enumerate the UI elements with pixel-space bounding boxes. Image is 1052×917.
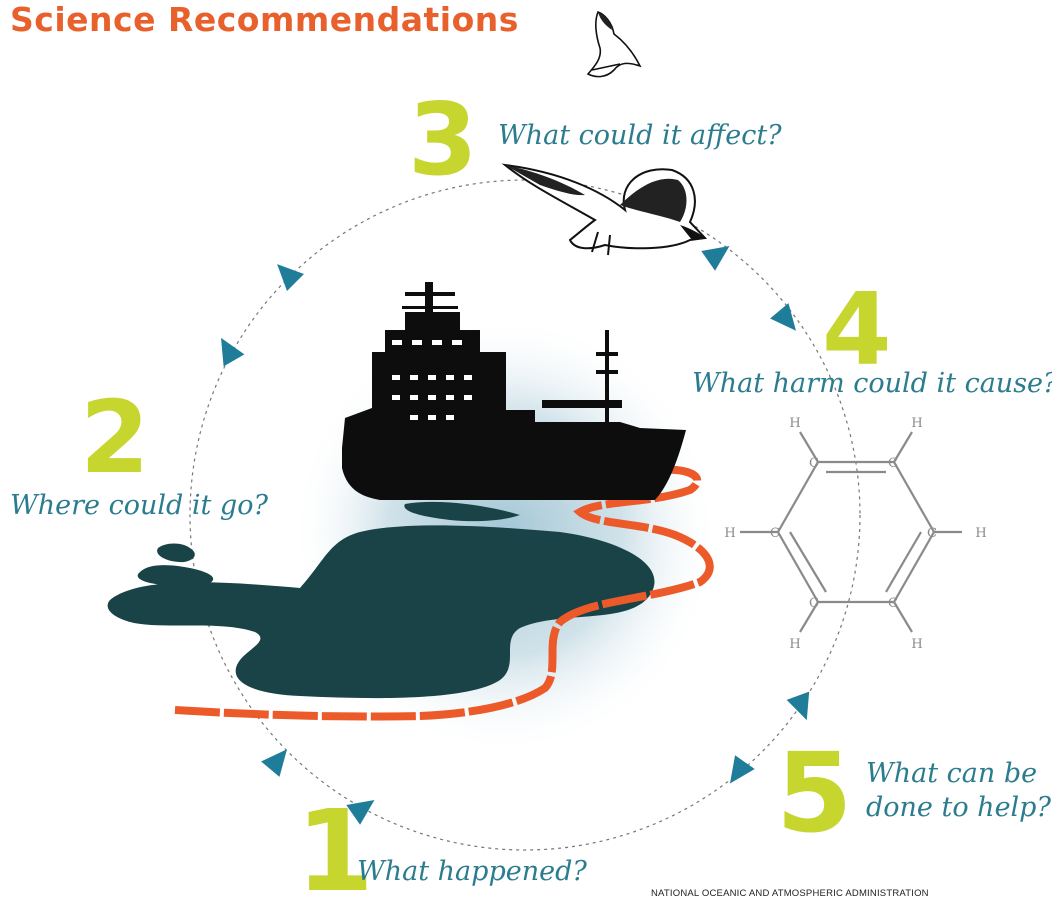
cycle-arrow-icon (221, 337, 245, 367)
cycle-arrows (221, 245, 810, 825)
atom-h: H (724, 526, 735, 541)
oil-slick-icon (107, 501, 655, 699)
step-2-number: 2 (80, 379, 150, 496)
step-2-question: Where could it go? (10, 490, 268, 521)
step-3-number: 3 (408, 81, 478, 198)
cycle-arrow-icon (729, 755, 755, 784)
cycle-arrow-icon (786, 691, 810, 721)
small-seagull-icon (586, 11, 642, 78)
step-1-number: 1 (296, 787, 374, 917)
atom-h: H (789, 637, 800, 652)
atom-h: H (975, 526, 986, 541)
atom-c: C (809, 596, 819, 611)
benzene-atoms: C C C C C C H H H H H H (724, 416, 986, 652)
atom-c: C (809, 456, 819, 471)
seagull-icon (501, 163, 708, 256)
page-title: Science Recommendations (10, 0, 519, 39)
ship-icon (342, 282, 686, 500)
cycle-arrow-icon (261, 749, 287, 777)
atom-c: C (927, 526, 937, 541)
atom-h: H (911, 416, 922, 431)
cycle-arrow-icon (701, 245, 730, 271)
step-3-question: What could it affect? (498, 120, 782, 151)
cycle-arrow-icon (770, 303, 796, 331)
benzene-ring-icon (740, 431, 962, 633)
step-1-question: What happened? (357, 856, 587, 887)
cycle-circle (189, 179, 861, 851)
step-4-number: 4 (822, 271, 892, 388)
step-5-question-line1: What can be (866, 758, 1038, 789)
credit-line: NATIONAL OCEANIC AND ATMOSPHERIC ADMINIS… (651, 888, 929, 899)
cycle-arrow-icon (346, 799, 375, 825)
containment-boom-icon (174, 465, 714, 721)
atom-c: C (888, 596, 898, 611)
atom-c: C (888, 456, 898, 471)
step-5-question-line2: done to help? (866, 792, 1051, 823)
atom-c: C (770, 526, 780, 541)
ship-windows (392, 340, 472, 420)
step-4-question: What harm could it cause? (692, 368, 1052, 399)
cycle-arrow-icon (277, 264, 304, 291)
atom-h: H (789, 416, 800, 431)
step-5-number: 5 (776, 729, 853, 857)
atom-h: H (911, 637, 922, 652)
